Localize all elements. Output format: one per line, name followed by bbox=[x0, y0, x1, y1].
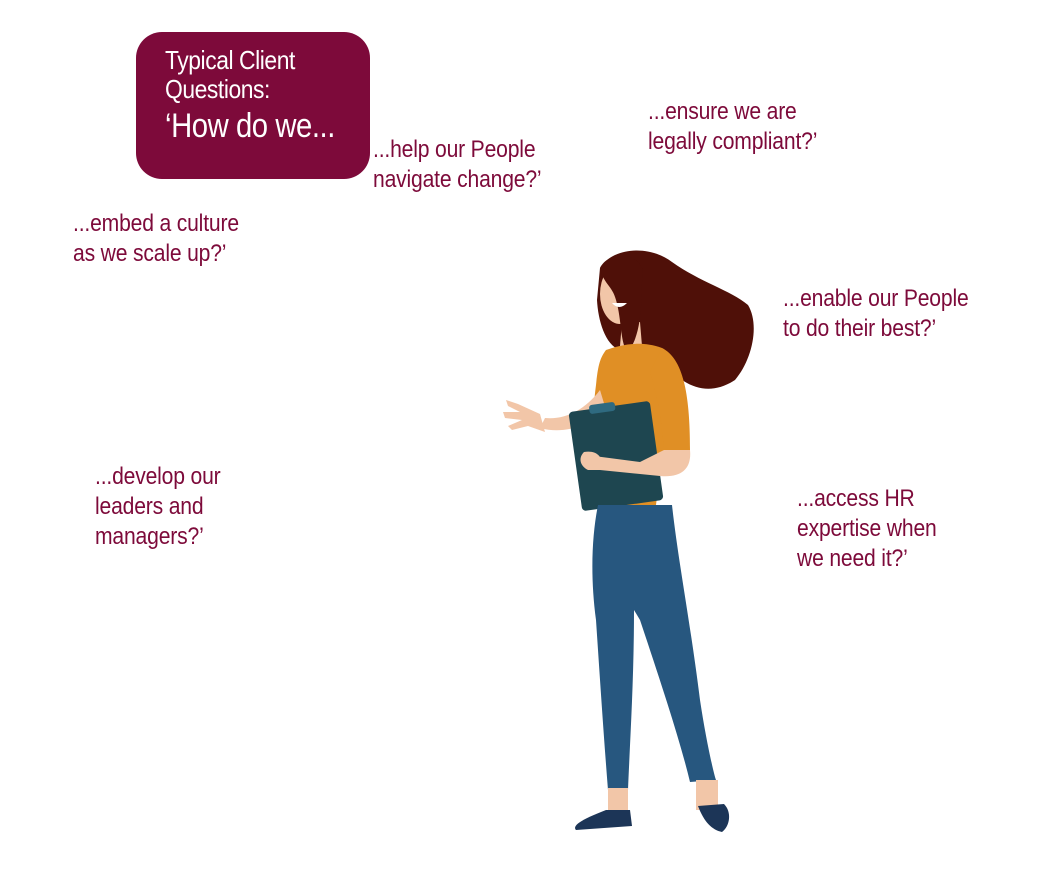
holding-hand bbox=[580, 451, 603, 470]
question-enable-people: ...enable our People to do their best?’ bbox=[783, 285, 969, 342]
ankle-left bbox=[608, 788, 628, 813]
question-ensure-legally-compliant: ...ensure we are legally compliant?’ bbox=[648, 98, 818, 155]
woman-with-clipboard-illustration bbox=[503, 250, 754, 832]
shoe-left bbox=[575, 810, 632, 830]
question-embed-culture: ...embed a culture as we scale up?’ bbox=[73, 210, 239, 267]
question-access-hr-expertise: ...access HR expertise when we need it?’ bbox=[797, 485, 937, 572]
shoe-right bbox=[698, 804, 730, 832]
clipboard-clip bbox=[589, 402, 616, 414]
title-line-1: Typical Client bbox=[165, 45, 295, 75]
title-box: Typical Client Questions: ‘How do we... bbox=[136, 32, 370, 179]
question-develop-leaders: ...develop our leaders and managers?’ bbox=[95, 463, 221, 550]
question-help-people-navigate-change: ...help our People navigate change?’ bbox=[373, 136, 542, 193]
waving-hand bbox=[503, 400, 545, 432]
clipboard bbox=[568, 401, 664, 511]
smile bbox=[612, 303, 627, 307]
title-line-3: ‘How do we... bbox=[165, 107, 335, 145]
ankle-right bbox=[696, 780, 718, 810]
arm-right bbox=[591, 450, 691, 477]
sleeve-right bbox=[650, 348, 690, 452]
title-line-2: Questions: bbox=[165, 74, 270, 104]
jeans bbox=[592, 505, 716, 790]
